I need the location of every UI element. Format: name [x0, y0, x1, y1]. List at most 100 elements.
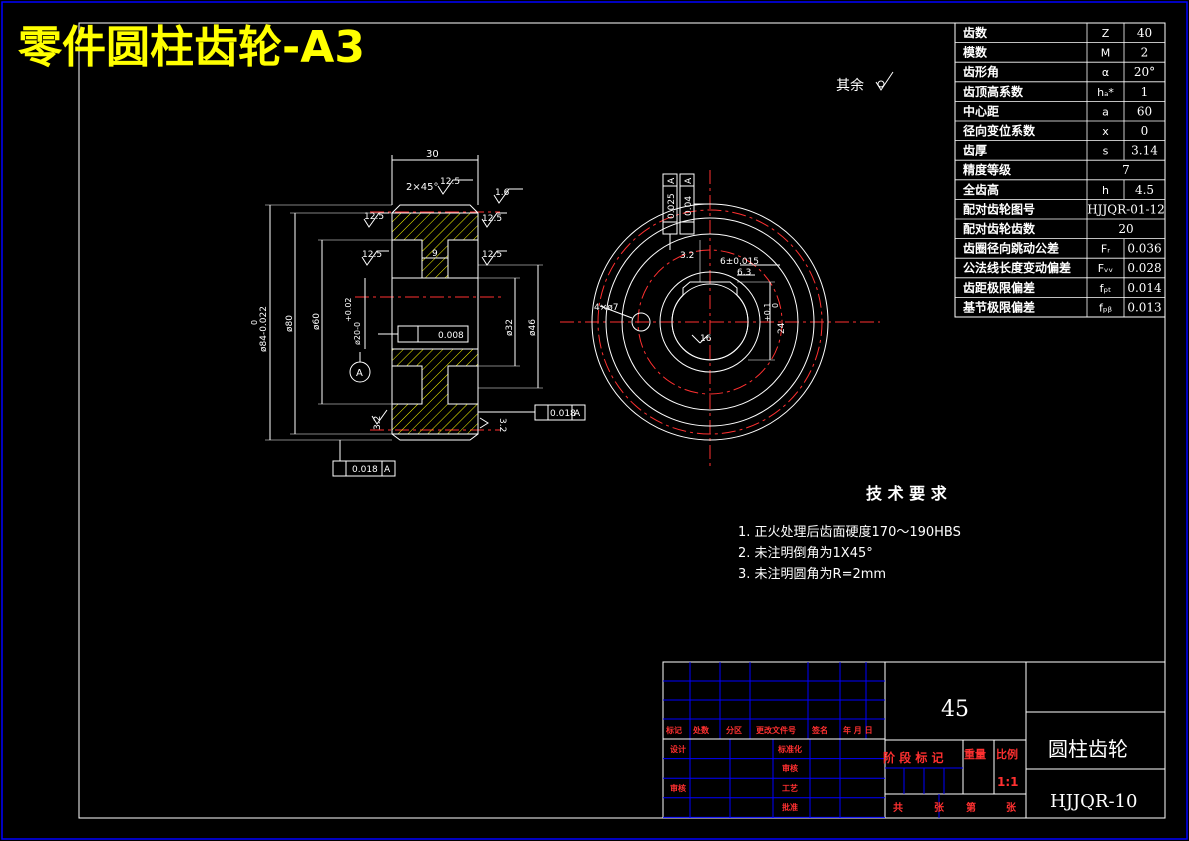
param-symbol: x — [1102, 125, 1109, 138]
param-value: 40 — [1137, 26, 1152, 40]
dim-keyway: 6±0.015 — [720, 257, 759, 267]
param-name: 精度等级 — [963, 162, 1011, 177]
tol-b: 0.04 — [684, 196, 694, 216]
rough-12-5-b: 12.5 — [364, 212, 384, 222]
param-value: 20° — [1134, 65, 1155, 79]
rev-h4: 更改文件号 — [756, 725, 796, 735]
param-symbol: M — [1101, 47, 1111, 60]
rev-h6: 年 月 日 — [843, 725, 873, 735]
drawing-number: HJJQR-10 — [1050, 791, 1137, 812]
rough-3-2-a: 3.2 — [373, 416, 383, 430]
dim-46: ø46 — [528, 319, 538, 336]
param-symbol: hₐ* — [1097, 86, 1114, 99]
param-value: 0.014 — [1127, 281, 1162, 295]
param-name: 齿形角 — [963, 64, 999, 79]
param-value: 4.5 — [1135, 183, 1154, 197]
param-symbol: Fᵥᵥ — [1098, 262, 1114, 275]
param-value: 0 — [1141, 124, 1149, 138]
dim-key24-tol: +0.1 — [763, 303, 772, 322]
runout-2: 0.018 — [550, 409, 576, 419]
rough-3-2-b: 3.2 — [497, 418, 507, 432]
rough-12-5-e: 12.5 — [482, 250, 502, 260]
weight-label: 重量 — [964, 747, 986, 761]
part-name: 圆柱齿轮 — [1048, 737, 1128, 761]
gear-front-view: 4×ø7 6±0.015 6.3 3.2 16 24 +0.1 0 0.025 … — [560, 170, 880, 470]
tech-heading: 技 术 要 求 — [866, 484, 948, 503]
title-block: 45 圆柱齿轮 HJJQR-10 阶 段 标 记 重量 比例 1:1 共 张 第… — [662, 661, 1166, 819]
tb-standard: 标准化 — [777, 744, 802, 754]
param-name: 配对齿轮图号 — [963, 201, 1035, 216]
param-name: 基节极限偏差 — [962, 299, 1035, 314]
material: 45 — [941, 697, 969, 722]
roughness-note: 其余 — [836, 77, 864, 94]
dim-od: ø84-0.022 — [259, 306, 269, 352]
runout-3-datum: A — [384, 465, 391, 475]
param-symbol: a — [1102, 105, 1109, 118]
param-symbol: fₚₜ — [1100, 282, 1112, 295]
dim-bore-upper: +0.02 — [344, 297, 353, 322]
scale-value: 1:1 — [997, 775, 1019, 789]
runout-2-datum: A — [574, 409, 581, 419]
param-value: 60 — [1137, 104, 1152, 118]
rev-h1: 标记 — [665, 725, 682, 735]
param-symbol: h — [1102, 184, 1109, 197]
gear-section-view: 30 2×45° 12.5 1.6 12.5 12.5 12.5 12.5 9 … — [250, 149, 586, 477]
datum-label: A — [356, 368, 363, 379]
dim-web: 9 — [432, 249, 438, 259]
param-value: 0.013 — [1127, 300, 1161, 314]
sheet-total-label: 共 — [893, 801, 903, 814]
param-name: 全齿高 — [962, 182, 999, 197]
dim-chamfer: 2×45° — [406, 182, 438, 193]
runout-1: 0.008 — [438, 331, 464, 341]
rough-12-5-a: 12.5 — [440, 177, 460, 187]
param-symbol: Z — [1102, 27, 1110, 40]
tb-process: 工艺 — [782, 783, 798, 793]
param-name: 模数 — [963, 45, 988, 60]
param-value: 0.028 — [1127, 261, 1161, 275]
dim-key24-tol2: 0 — [771, 303, 780, 308]
dim-width: 30 — [426, 149, 439, 160]
rough-1-6: 1.6 — [495, 188, 510, 198]
param-symbol: Fᵣ — [1101, 243, 1110, 256]
rev-h2: 处数 — [692, 725, 710, 735]
stage-label: 阶 段 标 记 — [883, 750, 944, 765]
dim-60: ø60 — [312, 313, 322, 330]
rev-h3: 分区 — [726, 725, 742, 735]
runout-3: 0.018 — [352, 465, 378, 475]
tol-a: 0.025 — [667, 193, 677, 219]
rough-12-5-d: 12.5 — [362, 250, 382, 260]
sheet-unit-1: 张 — [934, 801, 945, 814]
rough-12-5-c: 12.5 — [482, 214, 502, 224]
dim-key24: 24 — [777, 322, 787, 334]
dim-bore: ø20-0 — [353, 322, 362, 345]
dim-od-upper: 0 — [250, 320, 259, 325]
tech-item-2: 2. 未注明倒角为1X45° — [738, 546, 873, 561]
tol-b-datum: A — [684, 177, 694, 184]
param-value: 2 — [1141, 46, 1149, 60]
sheet-unit-2: 张 — [1006, 801, 1017, 814]
tech-item-3: 3. 未注明圆角为R=2mm — [738, 567, 886, 582]
rough-6-3: 6.3 — [737, 268, 751, 278]
tb-review: 审核 — [670, 783, 686, 793]
param-value: 7 — [1122, 163, 1130, 177]
tb-check: 审核 — [782, 763, 798, 773]
param-value: HJJQR-01-12 — [1087, 202, 1165, 216]
dim-80: ø80 — [285, 315, 295, 332]
tech-item-1: 1. 正火处理后齿面硬度170～190HBS — [738, 524, 961, 540]
param-name: 中心距 — [963, 103, 999, 118]
param-value: 1 — [1141, 85, 1149, 99]
dim-32: ø32 — [505, 319, 515, 336]
param-name: 齿厚 — [963, 143, 987, 158]
param-name: 齿距极限偏差 — [963, 280, 1035, 295]
dim-holes: 4×ø7 — [594, 303, 619, 313]
drawing-title: 零件圆柱齿轮-A3 — [18, 22, 365, 73]
tol-a-datum: A — [667, 177, 677, 184]
param-value: 0.036 — [1127, 242, 1161, 256]
param-symbol: s — [1103, 145, 1109, 158]
param-value: 3.14 — [1131, 144, 1158, 158]
param-name: 齿顶高系数 — [963, 84, 1024, 99]
rough-key-3-2: 3.2 — [680, 251, 694, 261]
